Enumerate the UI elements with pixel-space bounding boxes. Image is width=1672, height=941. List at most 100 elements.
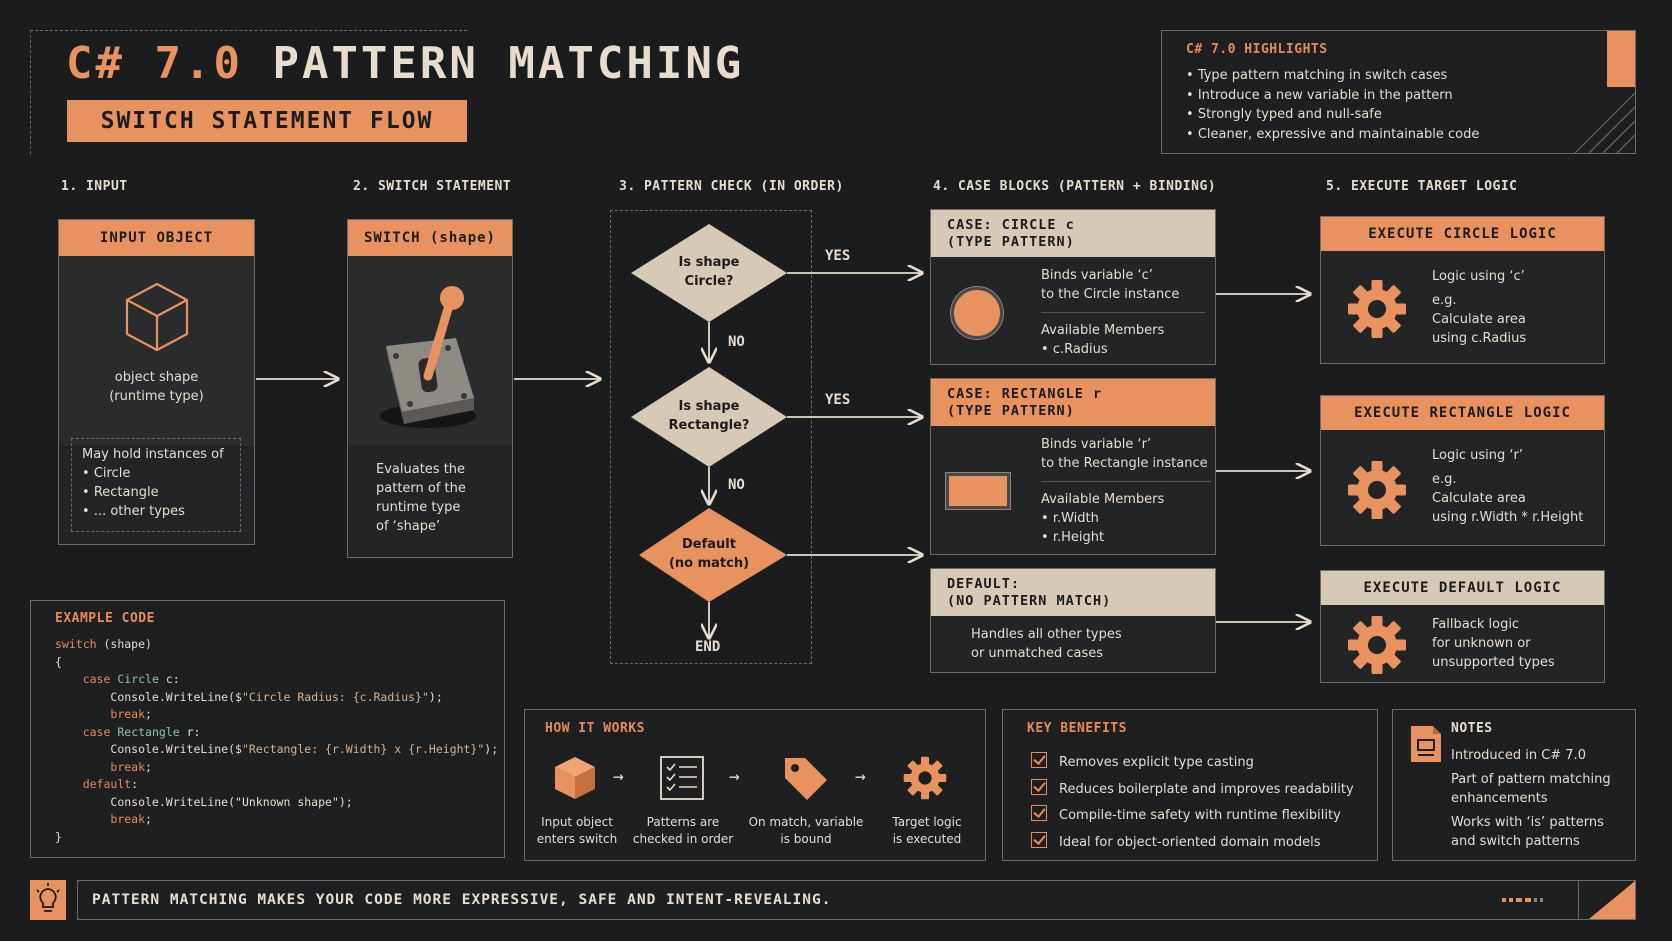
page-subtitle: SWITCH STATEMENT FLOW [67,100,467,142]
yes-label-rect: YES [825,392,851,408]
highlights-title: C# 7.0 HIGHLIGHTS [1186,42,1328,57]
step-label-switch: 2. SWITCH STATEMENT [353,179,512,194]
title-rest: PATTERN MATCHING [272,38,745,89]
note-line: and switch patterns [1451,834,1580,849]
execute-circle-panel: EXECUTE CIRCLE LOGIC Logic using ‘c’ e.g… [1320,216,1605,364]
how-caption-line: checked in order [632,832,734,846]
benefit-text: Reduces boilerplate and improves readabi… [1059,781,1354,797]
footer-dots [1502,898,1543,902]
case-rect-members: r.Width r.Height [1041,509,1211,547]
code-keyword: break [110,812,146,826]
case-default-text: Handles all other types or unmatched cas… [971,625,1122,663]
case-circle-binds-line: Binds variable ‘c’ [1041,268,1153,283]
case-circle-binds: Binds variable ‘c’ to the Circle instanc… [1041,266,1205,359]
code-text: ; [145,812,152,826]
input-caption-line: (runtime type) [109,389,204,404]
footer-corner-triangle [1589,881,1635,919]
no-label-2: NO [728,477,745,493]
code-text: r: [179,724,201,739]
footer-divider [1578,881,1579,919]
benefit-item: Removes explicit type casting [1031,750,1354,777]
code-text: Console.WriteLine("Unknown shape"); [110,794,353,809]
circle-question-line: Circle? [684,274,734,289]
case-circle-members: c.Radius [1041,340,1205,359]
gear-icon [903,756,947,800]
code-keyword: case [82,672,111,686]
code-string: "Circle Radius: {c.Radius}" [241,689,429,704]
how-step-caption: Input object enters switch [525,814,629,848]
input-caption: object shape (runtime type) [59,368,254,406]
case-rect-binds-line: to the Rectangle instance [1041,456,1208,471]
code-text: c: [158,672,180,686]
input-holds-item: Rectangle [82,483,230,502]
lever-switch-icon [380,286,476,428]
key-benefits-title: KEY BENEFITS [1027,721,1127,736]
example-code-panel: EXAMPLE CODE switch (shape) { case Circl… [30,600,505,858]
switch-desc-line: of ‘shape’ [376,519,441,534]
code-keyword: switch [55,637,97,651]
diamond-rectangle-check [631,367,787,467]
how-caption-line: Target logic [892,815,962,829]
benefit-text: Compile-time safety with runtime flexibi… [1059,808,1341,823]
box-icon [555,757,595,799]
code-type: Rectangle [117,724,180,739]
benefit-item: Reduces boilerplate and improves readabi… [1031,777,1354,804]
default-question-line: Default [682,537,736,552]
input-holds-list: Circle Rectangle ... other types [82,464,230,521]
checkbox-icon [1031,778,1047,795]
key-benefits-panel: KEY BENEFITS Removes explicit type casti… [1002,709,1378,861]
execute-circle-text: Logic using ‘c’ e.g. Calculate area usin… [1432,267,1526,348]
cube-icon [125,282,189,352]
case-circle-panel: CASE: CIRCLE c (TYPE PATTERN) Binds vari… [930,209,1216,365]
code-text: ; [145,707,152,721]
highlights-panel: C# 7.0 HIGHLIGHTS Type pattern matching … [1161,30,1636,154]
note-line: Introduced in C# 7.0 [1451,748,1586,763]
execute-default-panel: EXECUTE DEFAULT LOGIC Fallback logic for… [1320,570,1605,683]
case-default-text-line: or unmatched cases [971,646,1104,661]
checkbox-icon [1031,752,1047,768]
input-caption-line: object shape [114,370,199,385]
case-rect-header-line: CASE: RECTANGLE r [947,385,1103,402]
input-visual-area [59,256,254,446]
input-holds-box: May hold instances of Circle Rectangle .… [71,438,241,532]
note-line: Part of pattern matching [1451,772,1611,787]
execute-circle-line: Calculate area [1432,312,1526,327]
how-it-works-title: HOW IT WORKS [545,721,645,736]
case-circle-header: CASE: CIRCLE c (TYPE PATTERN) [931,210,1215,257]
switch-desc-line: Evaluates the [376,462,466,477]
how-step-caption: On match, variable is bound [741,814,871,848]
step-label-cases: 4. CASE BLOCKS (PATTERN + BINDING) [933,179,1217,194]
title-accent: C# 7.0 [66,38,243,89]
step-label-input: 1. INPUT [61,179,128,194]
note-line: enhancements [1451,791,1548,806]
default-question: Default (no match) [659,535,759,573]
execute-default-text: Fallback logic for unknown or unsupporte… [1432,615,1555,672]
input-holds-title: May hold instances of [82,447,224,462]
code-text: (shape) [96,637,152,651]
highlight-item: Strongly typed and null-safe [1186,105,1479,125]
case-rect-members-title: Available Members [1041,492,1165,507]
checklist-icon [660,756,704,800]
gear-icon [1348,616,1406,674]
no-label-1: NO [728,334,745,350]
highlights-corner-accent [1607,31,1635,87]
benefits-list: Removes explicit type casting Reduces bo… [1031,750,1354,856]
execute-circle-line: e.g. [1432,293,1457,308]
diamond-default-check [639,508,787,602]
code-text: ); [428,689,443,704]
benefit-item: Ideal for object-oriented domain models [1031,830,1354,857]
highlight-item: Cleaner, expressive and maintainable cod… [1186,125,1480,145]
circle-question: Is shape Circle? [659,253,759,291]
how-caption-line: enters switch [536,832,618,846]
execute-default-line: for unknown or [1432,636,1531,651]
footer-text: PATTERN MATCHING MAKES YOUR CODE MORE EX… [92,892,832,908]
code-keyword: case [82,724,111,739]
execute-rect-text: Logic using ‘r’ e.g. Calculate area usin… [1432,446,1583,527]
rect-question: Is shape Rectangle? [659,397,759,435]
highlights-list: Type pattern matching in switch cases In… [1186,66,1480,145]
separator [1041,481,1211,482]
case-rect-panel: CASE: RECTANGLE r (TYPE PATTERN) Binds v… [930,378,1216,555]
rect-question-line: Is shape [678,399,740,414]
title-frame [30,30,467,154]
